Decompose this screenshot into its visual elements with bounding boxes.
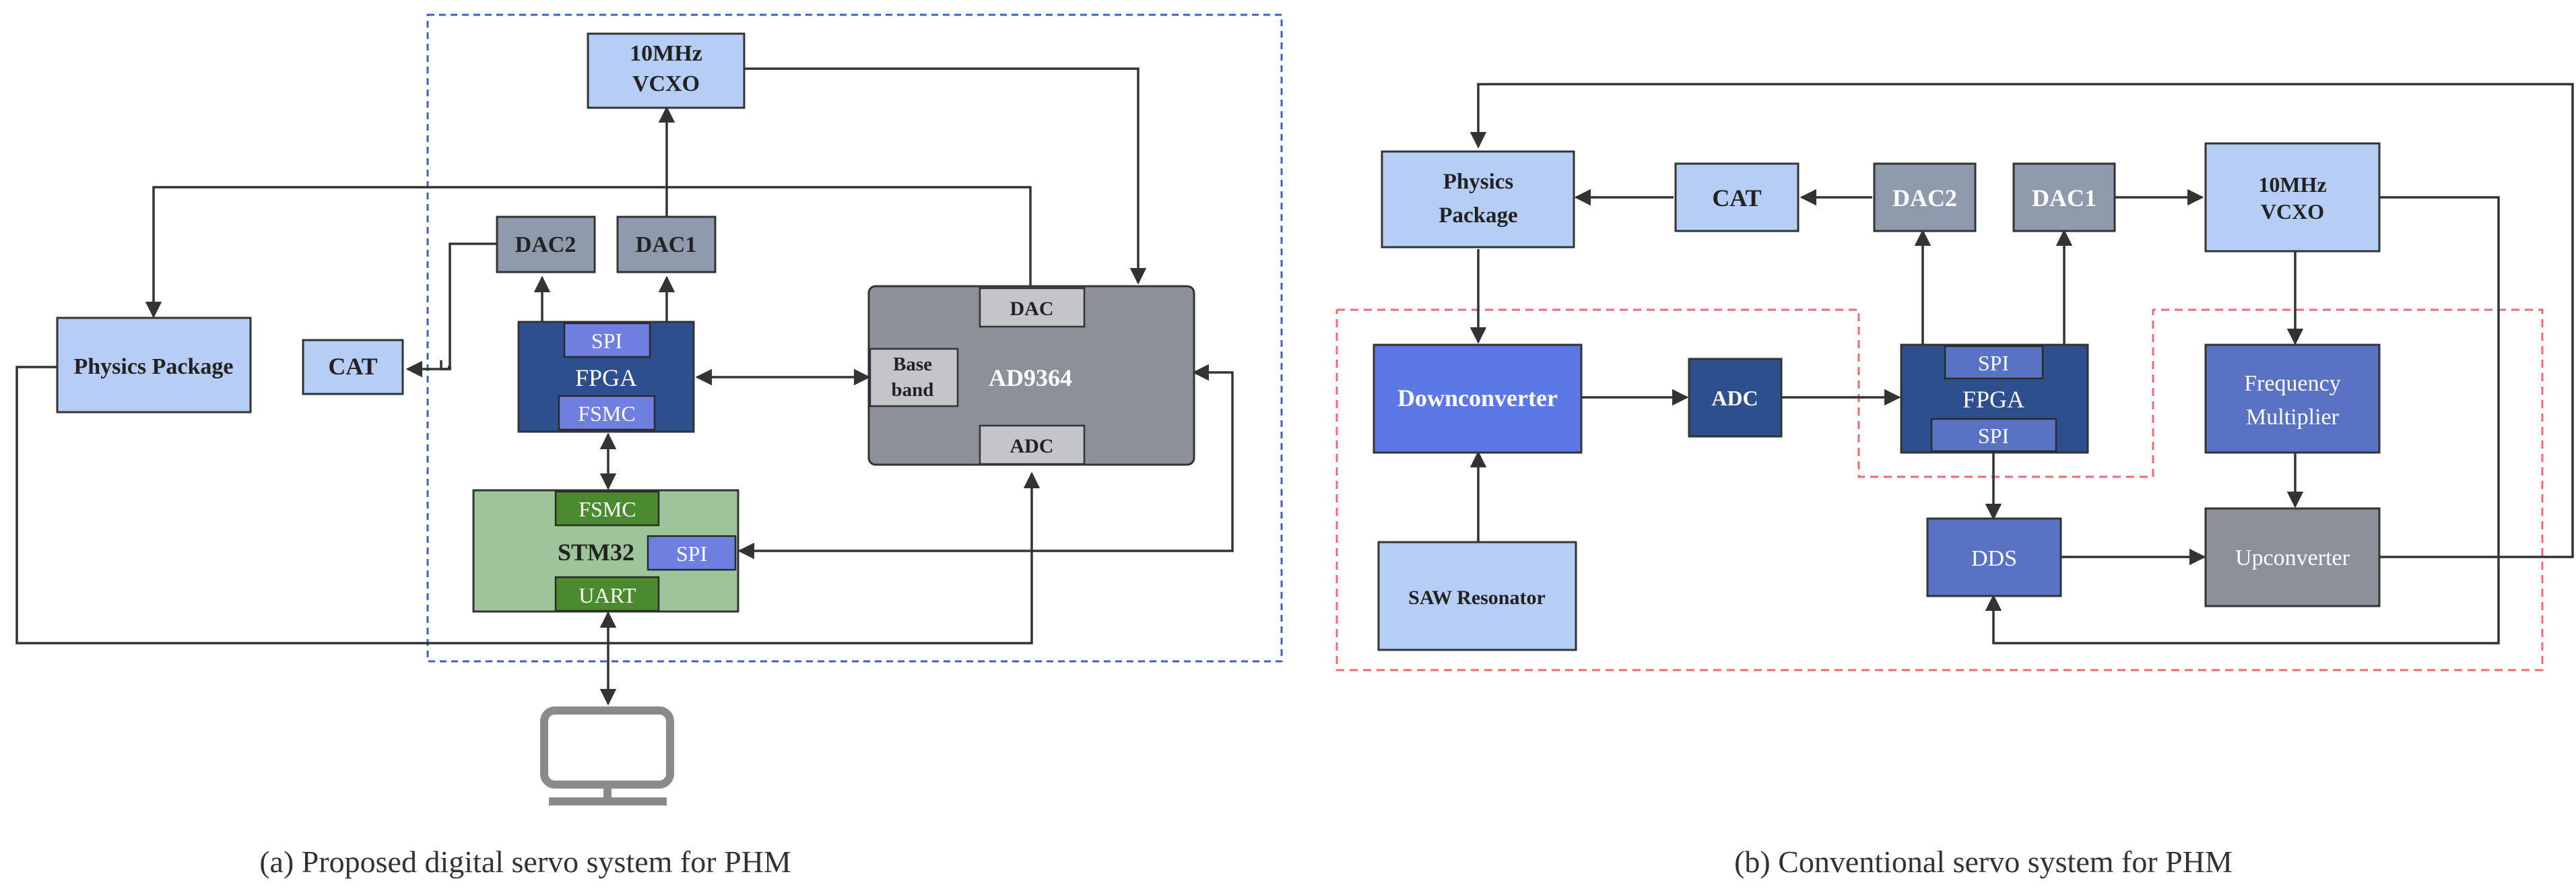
upconverter-block: Upconverter [2204,507,2381,607]
dac2-block-b: DAC2 [1873,162,1977,232]
physics-package-label-line2: Package [1439,203,1517,228]
stm32-spi-port [647,535,737,571]
frequency-multiplier-block: Frequency Multiplier [2204,343,2381,454]
cat-label: CAT [328,353,377,380]
connectors-b [1469,83,2574,644]
fpga-block-b: SPI FPGA SPI [1900,343,2089,454]
vcxo-label-line2: VCXO [632,71,700,96]
arrow-dac2-to-cat [440,242,497,370]
upconverter-label: Upconverter [2235,545,2350,570]
stm32-spi-label: SPI [676,541,707,566]
saw-resonator-block: SAW Resonator [1377,541,1577,651]
dac2-label-b: DAC2 [1892,185,1957,211]
physics-package-block-b: Physics Package [1381,150,1575,249]
stm32-fsmc-label: FSMC [579,497,636,521]
dds-block: DDS [1926,517,2062,597]
dac1-label: DAC1 [636,232,697,257]
caption-b: (b) Conventional servo system for PHM [1734,845,2233,879]
fpga-label: FPGA [575,364,637,391]
stm32-fsmc-port [554,490,660,527]
downconverter-label: Downconverter [1397,385,1558,411]
dac1-block-a: DAC1 [616,216,717,273]
connectors-a [15,67,1234,706]
physics-package-label-line1: Physics [1443,170,1514,194]
fpga-spi-top-port [1944,345,2044,380]
vcxo-label-b-line1: 10MHz [2258,172,2326,197]
vcxo-block-a: 10MHz VCXO [587,32,746,109]
physics-package-block-a: Physics Package [56,317,252,414]
adc-label-b: ADC [1711,386,1758,410]
dac2-block-a: DAC2 [496,216,596,273]
ad9364-label: AD9364 [989,364,1072,391]
physics-package-label: Physics Package [73,354,233,379]
ad9364-adc-port [979,424,1086,465]
dac2-label: DAC2 [515,232,576,257]
fpga-fsmc-label: FSMC [578,401,635,426]
fpga-spi-port [563,322,651,358]
fpga-spi-bottom-port [1930,418,2057,453]
fpga-spi-top-label: SPI [1978,351,2009,375]
arrow-ad9364dac-to-physics [145,186,1032,319]
digital-boundary-dashed-box [426,13,1283,663]
arrow-physics-to-ad9364adc [15,366,1041,644]
diagram-b: Physics Package CAT DAC2 DAC1 10MHz VCXO… [1335,83,2574,879]
baseband-label-line1: Base [893,354,932,375]
monitor-icon [540,706,674,805]
diagram-a: 10MHz VCXO DAC2 DAC1 Physics Package CAT… [15,13,1283,879]
cat-label-b: CAT [1712,185,1761,211]
baseband-label-line2: band [892,379,934,401]
stm32-block: FSMC STM32 SPI UART [472,489,739,613]
arrow-vcxo-to-ad9364 [744,67,1147,285]
adc-block-b: ADC [1688,358,1783,438]
cat-block-b: CAT [1674,162,1799,232]
saw-resonator-label: SAW Resonator [1408,587,1546,609]
fpga-fsmc-port [558,395,656,431]
dac1-block-b: DAC1 [2012,162,2116,232]
stm32-uart-port [554,576,660,612]
downconverter-block: Downconverter [1373,343,1583,454]
fpga-spi-label: SPI [591,329,622,353]
ad9364-dac-label: DAC [1010,298,1054,320]
vcxo-label-b-line2: VCXO [2261,199,2324,224]
frequency-multiplier-label-line2: Multiplier [2246,405,2340,430]
fpga-spi-bottom-label: SPI [1978,424,2009,448]
ad9364-dac-port [979,287,1086,328]
arrow-upconverter-to-physics [1469,83,2574,558]
vcxo-block-b: 10MHz VCXO [2204,142,2381,253]
stm32-uart-label: UART [579,583,636,607]
ad9364-adc-label: ADC [1010,435,1054,457]
caption-a: (a) Proposed digital servo system for PH… [259,845,791,879]
dac1-label-b: DAC1 [2032,185,2096,211]
fpga-label-b: FPGA [1962,386,2024,413]
frequency-multiplier-label-line1: Frequency [2244,371,2341,396]
fpga-block-a: SPI FPGA FSMC [517,321,695,433]
dds-label: DDS [1971,546,2017,571]
baseband-port [869,348,959,407]
cat-block-a: CAT [302,339,404,395]
analog-boundary-dashed-outline [1335,308,2544,671]
stm32-label: STM32 [558,539,634,566]
arrow-vcxo-to-dds [1985,196,2500,644]
arrow-ad9364-to-stm32spi [737,364,1234,560]
vcxo-label-line1: 10MHz [630,41,702,66]
arrow-cat-to-physics [405,360,451,378]
ad9364-block: DAC Base band AD9364 ADC [867,285,1195,466]
